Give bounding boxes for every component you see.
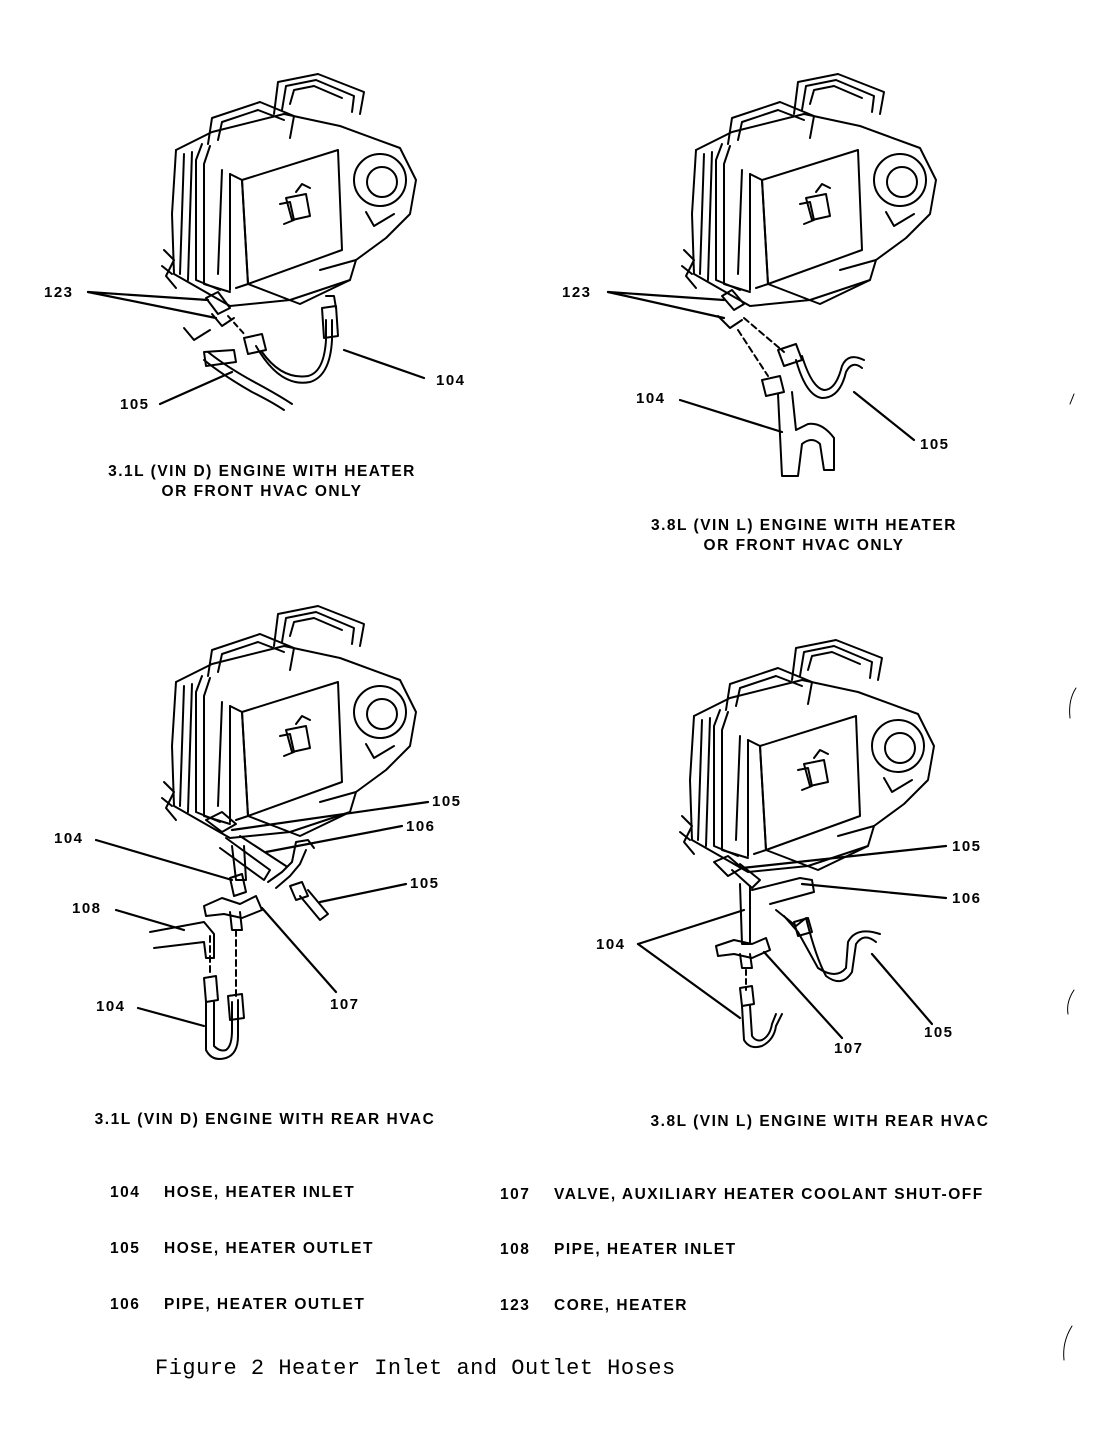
callout-d2-104: 104 bbox=[636, 390, 666, 407]
legend-number: 108 bbox=[500, 1241, 531, 1258]
figure-title: Figure 2 Heater Inlet and Outlet Hoses bbox=[155, 1356, 676, 1381]
legend-number: 106 bbox=[110, 1296, 141, 1313]
legend-number: 104 bbox=[110, 1184, 141, 1201]
diagram-1-artwork bbox=[161, 73, 417, 411]
caption-diagram-4: 3.8L (VIN L) ENGINE WITH REAR HVAC bbox=[630, 1112, 1010, 1132]
callout-d3-104b: 104 bbox=[96, 998, 126, 1015]
caption-line: 3.1L (VIN D) ENGINE WITH HEATER bbox=[108, 463, 416, 480]
legend-description: VALVE, AUXILIARY HEATER COOLANT SHUT-OFF bbox=[554, 1186, 984, 1203]
callout-d3-106: 106 bbox=[406, 818, 436, 835]
legend-description: CORE, HEATER bbox=[554, 1297, 688, 1314]
legend-item-104: 104 HOSE, HEATER INLET bbox=[110, 1184, 355, 1202]
callout-d4-105b: 105 bbox=[924, 1024, 954, 1041]
caption-line: 3.8L (VIN L) ENGINE WITH REAR HVAC bbox=[650, 1113, 990, 1130]
diagram-4-artwork bbox=[679, 639, 935, 1049]
scan-marks bbox=[1063, 393, 1077, 1361]
legend-description: HOSE, HEATER OUTLET bbox=[164, 1240, 374, 1257]
legend-description: HOSE, HEATER INLET bbox=[164, 1184, 356, 1201]
callout-d1-104: 104 bbox=[436, 372, 466, 389]
callout-d1-105: 105 bbox=[120, 396, 150, 413]
diagram-3-artwork bbox=[149, 605, 417, 1060]
legend-description: PIPE, HEATER OUTLET bbox=[164, 1296, 366, 1313]
caption-diagram-3: 3.1L (VIN D) ENGINE WITH REAR HVAC bbox=[70, 1110, 460, 1130]
callout-d4-105a: 105 bbox=[952, 838, 982, 855]
legend-description: PIPE, HEATER INLET bbox=[554, 1241, 737, 1258]
diagram-2-artwork bbox=[681, 73, 937, 477]
legend-number: 107 bbox=[500, 1186, 531, 1203]
caption-diagram-1: 3.1L (VIN D) ENGINE WITH HEATER OR FRONT… bbox=[86, 462, 438, 502]
caption-line: 3.8L (VIN L) ENGINE WITH HEATER bbox=[651, 517, 957, 534]
legend-item-123: 123 CORE, HEATER bbox=[500, 1297, 688, 1315]
legend-number: 105 bbox=[110, 1240, 141, 1257]
callout-d3-107: 107 bbox=[330, 996, 360, 1013]
caption-line: 3.1L (VIN D) ENGINE WITH REAR HVAC bbox=[94, 1111, 436, 1128]
callout-d1-123: 123 bbox=[44, 284, 74, 301]
caption-line: OR FRONT HVAC ONLY bbox=[161, 483, 363, 500]
callout-d2-123: 123 bbox=[562, 284, 592, 301]
legend-item-107: 107 VALVE, AUXILIARY HEATER COOLANT SHUT-… bbox=[500, 1186, 984, 1204]
callout-d3-105b: 105 bbox=[410, 875, 440, 892]
callout-d2-105: 105 bbox=[920, 436, 950, 453]
callout-d3-104a: 104 bbox=[54, 830, 84, 847]
callout-d4-104: 104 bbox=[596, 936, 626, 953]
callout-d3-108: 108 bbox=[72, 900, 102, 917]
legend-item-105: 105 HOSE, HEATER OUTLET bbox=[110, 1240, 374, 1258]
legend-item-106: 106 PIPE, HEATER OUTLET bbox=[110, 1296, 365, 1314]
callout-d4-106: 106 bbox=[952, 890, 982, 907]
caption-line: OR FRONT HVAC ONLY bbox=[703, 537, 905, 554]
callout-d4-107: 107 bbox=[834, 1040, 864, 1057]
callout-d3-105a: 105 bbox=[432, 793, 462, 810]
legend-number: 123 bbox=[500, 1297, 531, 1314]
caption-diagram-2: 3.8L (VIN L) ENGINE WITH HEATER OR FRONT… bbox=[628, 516, 980, 556]
leader-lines bbox=[86, 290, 948, 1040]
legend-item-108: 108 PIPE, HEATER INLET bbox=[500, 1241, 737, 1259]
